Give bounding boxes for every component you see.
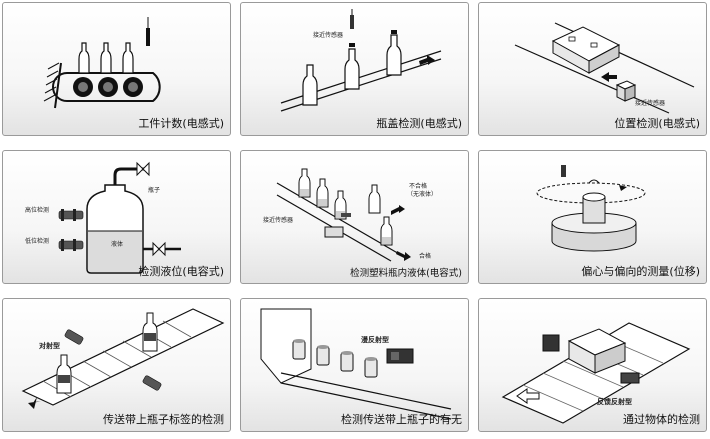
liquid-level-illustration xyxy=(58,161,181,274)
caption-liquid-level: 检测液位(电容式) xyxy=(138,265,224,278)
panel-passing-object: 反馈反射型 通过物体的检测 xyxy=(478,298,707,432)
label-proximity-sensor: 接近传感器 xyxy=(263,217,294,224)
caption-passing-object: 通过物体的检测 xyxy=(623,413,700,426)
position-detection-illustration xyxy=(514,22,695,114)
caption-bottle-cap: 瓶盖检测(电感式) xyxy=(376,117,462,130)
panel-label-detection: 对射型 传送带上瓶子标签的检测 xyxy=(2,298,231,432)
label-retro-reflective: 反馈反射型 xyxy=(597,398,632,406)
panel-eccentricity: 偏心与偏向的测量(位移) xyxy=(478,150,707,284)
eccentricity-illustration xyxy=(536,165,646,252)
label-bottle: 瓶子 xyxy=(148,187,161,194)
label-high-level: 高位检测 xyxy=(25,207,50,214)
bottle-cap-illustration xyxy=(280,9,442,112)
panel-liquid-level: 瓶子 高位检测 低位检测 液体 检测液位(电容式) xyxy=(2,150,231,284)
passing-object-illustration xyxy=(501,322,691,424)
panel-position-detection: 接近传感器 位置检测(电感式) xyxy=(478,2,707,136)
bottle-presence-illustration xyxy=(260,308,452,420)
caption-plastic-bottle-liquid: 检测塑料瓶内液体(电容式) xyxy=(350,268,462,279)
label-detection-illustration xyxy=(21,308,225,409)
caption-eccentricity: 偏心与偏向的测量(位移) xyxy=(581,265,700,278)
label-proximity-sensor: 接近传感器 xyxy=(635,100,666,107)
caption-label-detection: 传送带上瓶子标签的检测 xyxy=(103,413,224,426)
label-low-level: 低位检测 xyxy=(25,238,50,245)
caption-workpiece-counting: 工件计数(电感式) xyxy=(138,117,224,130)
label-through-beam: 对射型 xyxy=(39,342,60,350)
panel-bottle-presence: 漫反射型 检测传送带上瓶子的有无 xyxy=(240,298,469,432)
label-proximity-sensor: 接近传感器 xyxy=(313,32,344,39)
caption-position-detection: 位置检测(电感式) xyxy=(614,117,700,130)
panel-plastic-bottle-liquid: 不合格 （无液体） 接近传感器 合格 检测塑料瓶内液体(电容式) xyxy=(240,150,469,284)
label-reject: 不合格 xyxy=(409,183,428,190)
workpiece-counting-illustration xyxy=(43,17,161,109)
caption-bottle-presence: 检测传送带上瓶子的有无 xyxy=(341,413,462,426)
label-diffuse-reflective: 漫反射型 xyxy=(361,336,389,344)
label-liquid: 液体 xyxy=(111,241,124,248)
panel-bottle-cap: 接近传感器 瓶盖检测(电感式) xyxy=(240,2,469,136)
label-pass: 合格 xyxy=(419,253,432,260)
panel-workpiece-counting: 工件计数(电感式) xyxy=(2,2,231,136)
plastic-bottle-liquid-illustration xyxy=(276,168,411,262)
label-reject-sub: （无液体） xyxy=(407,191,438,198)
